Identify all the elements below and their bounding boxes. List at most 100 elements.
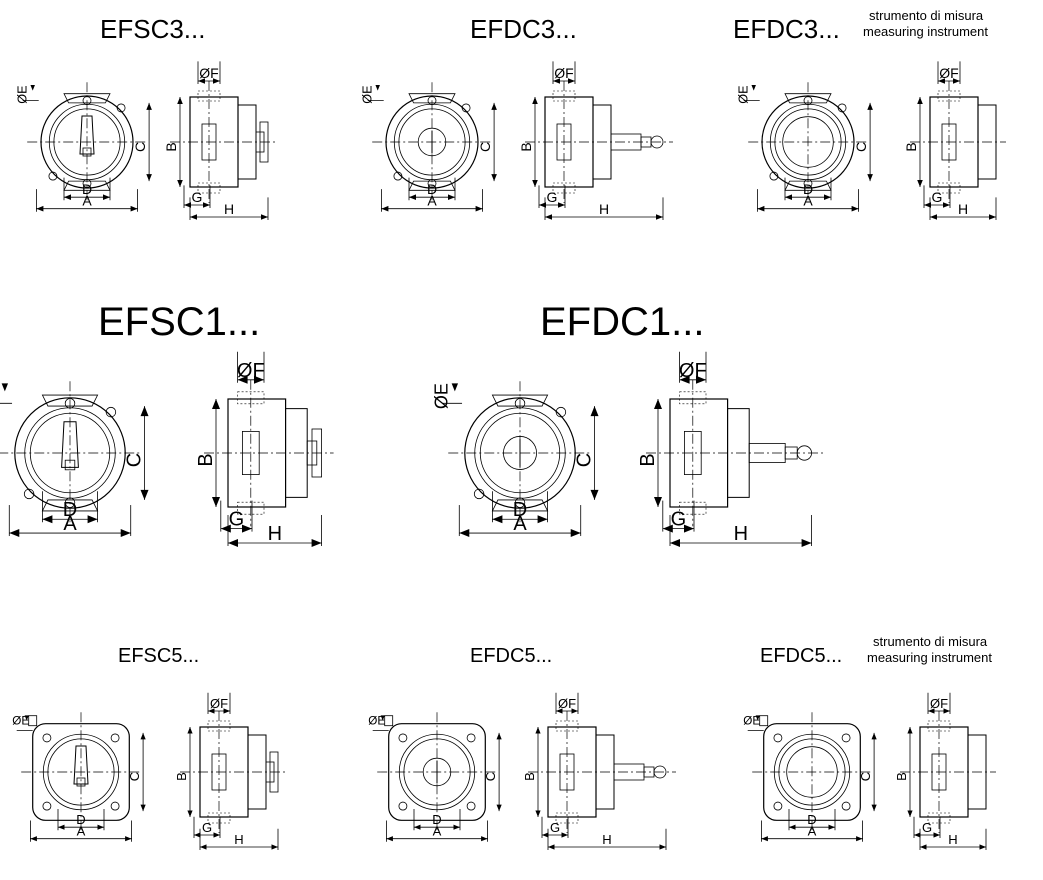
r1-g0-dim-d: D	[42, 491, 98, 524]
r1-g0-dim-h: H	[227, 515, 323, 547]
r0-g1-dim-g-label: G	[547, 189, 558, 205]
r1-g0-dim-h-label: H	[268, 523, 282, 545]
r2-g1-dim-h: H	[547, 828, 667, 850]
r0-g2-dim-c: C	[853, 102, 873, 182]
r2-g2-dim-b: B	[894, 727, 913, 817]
r0-g2-dim-e: ØE	[737, 85, 751, 103]
r1-g1-dim-f-label: ØF	[679, 360, 707, 382]
r0-g1-dim-b: B	[518, 97, 538, 187]
r2-g0-dim-f: ØF	[207, 692, 231, 714]
r1-g1-dim-a: A	[458, 505, 582, 538]
r2-g0-dim-g: G	[193, 816, 221, 838]
r2-g0-dim-a-label: A	[77, 824, 86, 839]
r0-g2-dim-b: B	[903, 97, 923, 187]
r2-g1-dim-f-label: ØF	[558, 696, 576, 711]
r2-g1-dim-c: C	[483, 732, 502, 812]
r1-g1-dim-c: C	[574, 406, 599, 500]
r2-g1-dim-f: ØF	[555, 692, 579, 714]
r0-g1-screw-icon	[461, 103, 471, 113]
r2-g0-dim-f-label: ØF	[210, 696, 228, 711]
note-efdc3-line1: strumento di misura	[869, 8, 984, 23]
r2-g2-side: ØF BGH	[894, 692, 996, 850]
r2-g2-dim-a: A	[761, 820, 863, 842]
r1-g1-dim-g: G	[662, 500, 695, 533]
r1-g1-dim-h-label: H	[734, 523, 748, 545]
r0-g0-lug-bottom	[63, 180, 111, 191]
r1-g0-lug-top	[41, 394, 99, 407]
r0-g1-dim-h: H	[544, 197, 664, 220]
r0-g0-dim-e: ØE	[16, 85, 30, 103]
r2-g2-dim-f-label: ØF	[930, 696, 948, 711]
r2-g1-dim-e: ØE	[368, 715, 385, 728]
r0-g2-dim-d: D	[784, 177, 832, 201]
r2-g0-dim-d: D	[57, 809, 105, 831]
r2-g2-ear	[759, 715, 769, 727]
r2-g0-screw-icon	[42, 733, 52, 743]
r2-g2-dim-d: D	[788, 809, 836, 831]
r2-g2-screw-icon	[773, 801, 783, 811]
r2-g2-dim-h: H	[919, 828, 987, 850]
r2-g0-dim-c: C	[127, 732, 146, 812]
r1-g1-dim-h: H	[669, 515, 812, 547]
r0-g2-dim-a: A	[757, 189, 859, 212]
r1-g1-dim-f: ØF	[679, 351, 707, 384]
r2-g2-dim-g-label: G	[922, 820, 932, 835]
r1-g1-screw-icon	[473, 488, 485, 500]
r2-g0-screw-icon	[110, 801, 120, 811]
r2-g0-handle-icon	[73, 745, 89, 785]
title-efdc3-instrument: EFDC3...	[733, 14, 840, 44]
r0-g1-dim-g: G	[538, 185, 566, 208]
r1-g1-lug-bottom	[491, 499, 549, 512]
r1-g0-screw-icon	[105, 406, 117, 418]
r1-g0-dim-f-label: ØF	[237, 360, 265, 382]
r2-g0-dim-a: A	[29, 820, 133, 842]
note-efdc5-line2: measuring instrument	[867, 650, 992, 665]
r2-g1-screw-icon	[398, 801, 408, 811]
r2-g1-screw-icon	[398, 733, 408, 743]
r1-g0-dim-b: B	[195, 399, 220, 507]
r0-g1-dim-d: D	[408, 177, 456, 201]
r1-g0-handle-icon	[61, 421, 79, 468]
r2-g0-dim-e: ØE	[12, 715, 29, 728]
r0-g2-lug-bottom	[784, 180, 832, 191]
r2-g1-dim-b-label: B	[522, 772, 537, 781]
r0-g0-dim-b-label: B	[163, 142, 179, 151]
r0-g1-side: ØF BGH	[518, 61, 673, 220]
r1-g1-lug-top	[491, 394, 549, 407]
r2-g1-dim-d-label: D	[432, 812, 441, 827]
r2-g0-dim-d-label: D	[76, 812, 85, 827]
r1-g1-front: ADC ØE	[432, 381, 599, 538]
r1-g1-dim-g-label: G	[671, 509, 687, 531]
title-efsc3: EFSC3...	[100, 14, 205, 44]
r0-g2-dim-c-label: C	[853, 142, 869, 152]
r1-g1-dim-d: D	[491, 491, 548, 524]
r1-g1-dim-b-label: B	[637, 453, 659, 466]
title-efsc5: EFSC5...	[118, 645, 199, 667]
r2-g1-ear	[384, 715, 394, 727]
r0-g1-dim-f: ØF	[552, 61, 576, 84]
r1-g1-entry-top	[679, 391, 707, 405]
r2-g0-dim-h: H	[199, 828, 279, 850]
r2-g2-screw-icon	[841, 801, 851, 811]
r1-g0-entry-top	[237, 391, 265, 405]
r2-g2-screw-icon	[841, 733, 851, 743]
r2-g2-dim-e: ØE	[743, 715, 760, 728]
r1-g0-dim-a-label: A	[63, 513, 77, 535]
r1-g0-dim-b-label: B	[195, 453, 217, 466]
r1-g0-dim-a: A	[8, 505, 132, 538]
r2-g0-screw-icon	[110, 733, 120, 743]
r0-g1-dim-f-label: ØF	[554, 65, 573, 81]
r1-g1-dim-e: ØE	[432, 383, 452, 409]
r0-g0-dim-a-label: A	[82, 193, 92, 209]
r0-g2-screw-icon	[837, 103, 847, 113]
r1-g1-screw-icon	[555, 406, 567, 418]
